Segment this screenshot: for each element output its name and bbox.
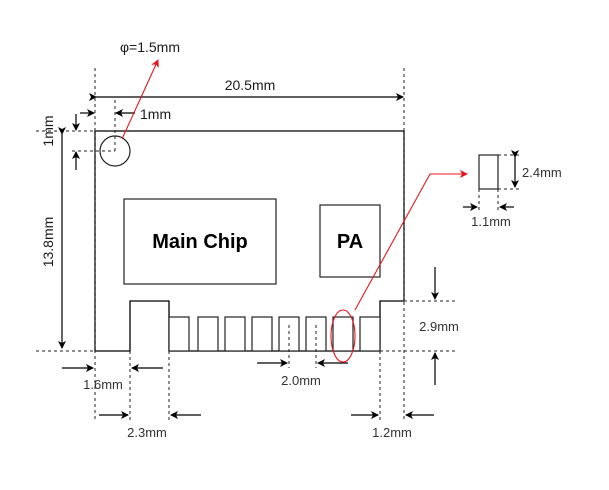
pad-callout-ellipse — [330, 309, 356, 363]
pad-width-label: 1.1mm — [471, 214, 511, 229]
pad — [332, 316, 354, 352]
pa-box — [319, 204, 381, 278]
step-height-label: 2.9mm — [419, 319, 459, 334]
pad-callout-arrow — [354, 170, 468, 311]
left-margin-label: 1.6mm — [83, 377, 123, 392]
hole-offset-x-label: 1mm — [140, 106, 171, 122]
pad — [359, 316, 381, 352]
small-pads — [168, 316, 381, 352]
board-width-label: 20.5mm — [225, 77, 276, 93]
pa-label: PA — [337, 231, 363, 253]
wide-pad-label: 2.3mm — [127, 425, 167, 440]
hole-callout-arrow — [121, 59, 159, 140]
pitch-label: 2.0mm — [281, 373, 321, 388]
hole-diameter-label: φ=1.5mm — [120, 39, 180, 55]
pad — [168, 316, 190, 352]
board-height-label: 13.8mm — [40, 217, 56, 268]
hole-offset-y-label: 1mm — [40, 115, 56, 146]
pad-detail-box — [478, 154, 499, 190]
pad — [197, 316, 219, 352]
main-chip-box — [123, 198, 277, 285]
main-chip-label: Main Chip — [152, 231, 248, 253]
pad — [224, 316, 246, 352]
pad-height-label: 2.4mm — [522, 165, 562, 180]
right-offset-label: 1.2mm — [372, 425, 412, 440]
pad — [251, 316, 273, 352]
